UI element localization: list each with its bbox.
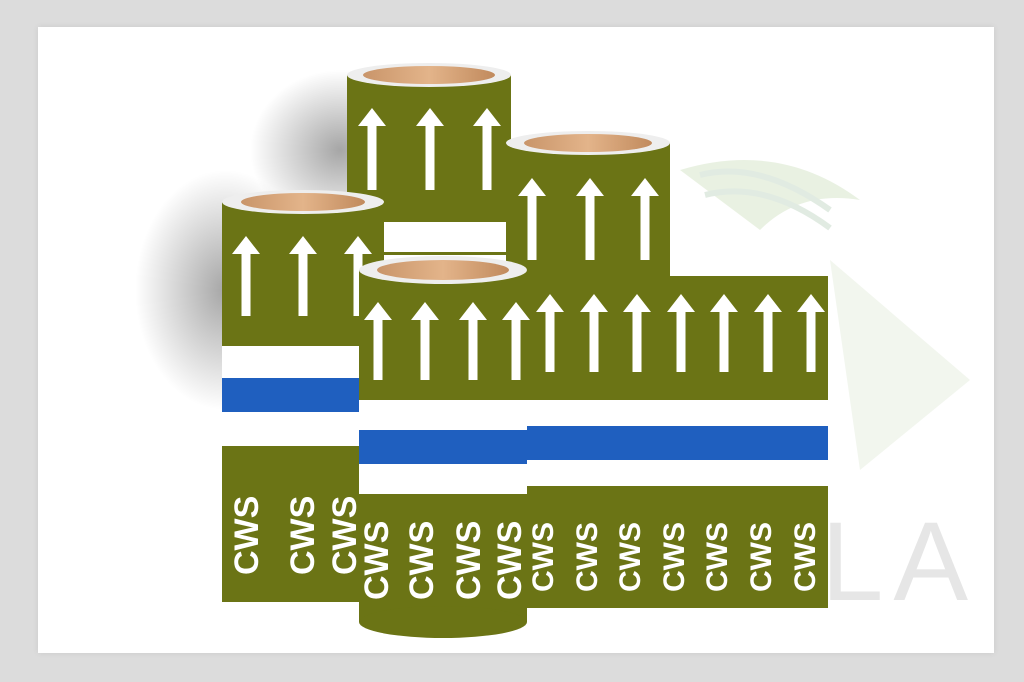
arrow-up-icon [289,236,317,316]
cws-label: CWS [358,521,396,600]
arrow-up-icon [232,236,260,316]
cws-label: CWS [571,522,604,592]
cws-label: CWS [789,522,822,592]
cws-label: CWS [658,522,691,592]
roll-back-center [347,63,511,255]
arrow-up-icon [364,302,392,380]
arrow-row [358,108,501,190]
arrow-up-icon [358,108,386,190]
arrow-up-icon [580,294,608,372]
watermark-logo-icon [680,160,970,470]
arrow-up-icon [710,294,738,372]
arrow-up-icon [344,236,372,316]
arrow-up-icon [797,294,825,372]
cws-label: CWS [326,496,364,575]
arrow-up-icon [576,178,604,260]
arrow-up-icon [623,294,651,372]
cws-label: CWS [701,522,734,592]
cws-label: CWS [745,522,778,592]
arrow-row [536,294,825,372]
cws-label: CWS [284,496,322,575]
arrow-up-icon [536,294,564,372]
arrow-row [518,178,659,260]
arrow-up-icon [459,302,487,380]
arrow-up-icon [631,178,659,260]
arrow-up-icon [473,108,501,190]
unrolled-tape: CWS CWS CWS CWS CWS CWS CWS [515,276,828,608]
arrow-row [364,302,530,380]
arrow-row [232,236,372,316]
cws-label: CWS [527,522,560,592]
cws-label: CWS [228,496,266,575]
arrow-up-icon [754,294,782,372]
cws-label-row: CWS CWS CWS CWS CWS CWS CWS [527,522,822,592]
cws-label: CWS [403,521,441,600]
cws-label: CWS [614,522,647,592]
arrow-up-icon [518,178,546,260]
cws-label: CWS [491,521,529,600]
cws-label: CWS [450,521,488,600]
arrow-up-icon [502,302,530,380]
arrow-up-icon [667,294,695,372]
arrow-up-icon [411,302,439,380]
arrow-up-icon [416,108,444,190]
